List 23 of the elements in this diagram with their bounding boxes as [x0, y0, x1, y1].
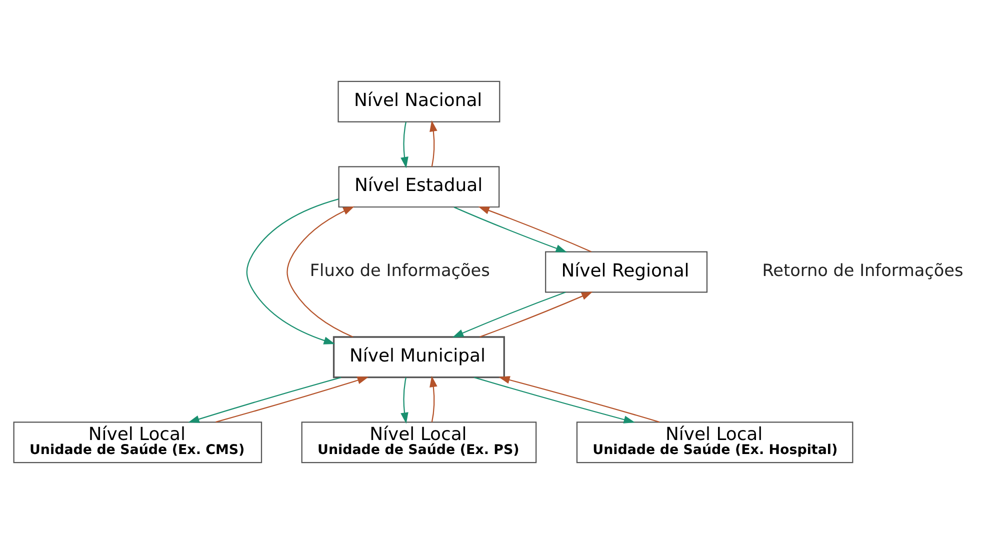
arrow — [215, 376, 368, 423]
arrow — [286, 206, 354, 338]
node-box: Nível Nacional — [337, 80, 500, 122]
node-box: Nível Local Unidade de Saúde (Ex. CMS) — [12, 422, 262, 464]
arrow — [453, 206, 567, 252]
node-box: Nível Municipal — [332, 336, 504, 378]
arrow — [188, 376, 341, 423]
arrow — [429, 120, 437, 167]
node-box: Nível Local Unidade de Saúde (Ex. PS) — [300, 422, 536, 464]
node-box: Nível Regional — [544, 251, 708, 293]
arrow — [400, 122, 408, 168]
label: Fluxo de Informações — [309, 260, 490, 280]
node-box: Nível Estadual — [338, 166, 500, 208]
arrow — [474, 376, 635, 424]
arrow — [478, 206, 592, 252]
arrow — [400, 377, 408, 424]
node-box: Nível Local Unidade de Saúde (Ex. Hospital) — [576, 422, 853, 464]
arrow — [479, 292, 592, 338]
arrow — [452, 292, 566, 338]
arrow — [498, 376, 660, 423]
arrow — [429, 376, 437, 422]
label: Retorno de Informações — [762, 260, 963, 280]
arrow — [246, 198, 338, 344]
